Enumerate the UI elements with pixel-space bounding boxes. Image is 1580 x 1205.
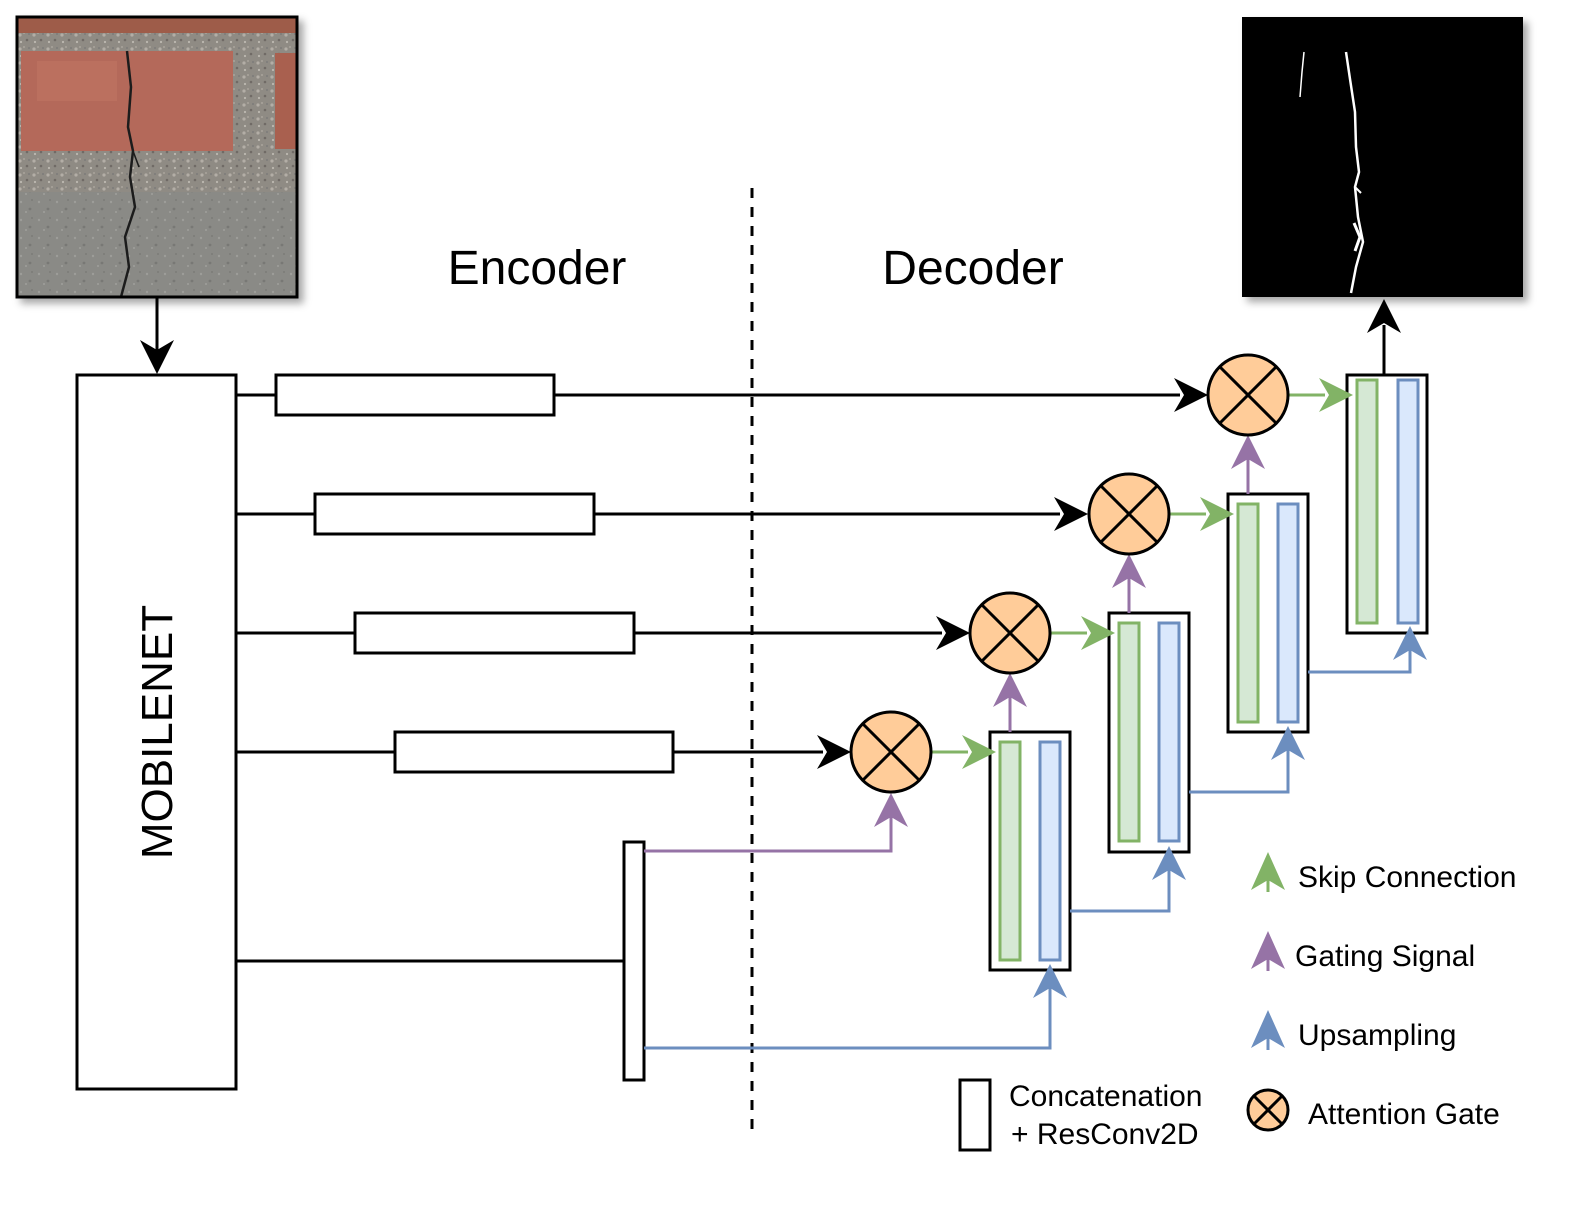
legend-concatenation: Concatenation + ResConv2D: [958, 1078, 1202, 1152]
legend: Skip Connection Gating Signal Upsampling…: [958, 852, 1516, 1152]
legend-gating-signal: Gating Signal: [1251, 931, 1475, 973]
legend-upsampling: Upsampling: [1251, 1010, 1456, 1052]
input-arrow: [140, 340, 174, 374]
gating-paths: [644, 457, 1250, 853]
concat-block-icon: [958, 1078, 992, 1152]
encoder-block-3: [353, 611, 636, 655]
decoder-block-3: [1226, 492, 1310, 734]
input-image: [15, 15, 299, 299]
encoder-skip-paths: [236, 393, 1180, 963]
decoder-block-2: [1107, 611, 1191, 854]
attention-gate-1: [849, 710, 933, 794]
encoder-arrowheads: [817, 378, 1208, 769]
encoder-block-1: [274, 373, 556, 417]
skip-arrow-icon: [1251, 852, 1285, 890]
upsampling-arrowheads: [1033, 626, 1427, 998]
legend-upsampling-label: Upsampling: [1298, 1019, 1456, 1052]
gating-arrow-icon: [1251, 931, 1285, 969]
output-arrow: [1367, 299, 1401, 333]
attention-gate-2: [968, 591, 1052, 675]
legend-concat-line1: Concatenation: [1009, 1080, 1202, 1113]
attention-gate-3: [1087, 472, 1171, 556]
skip-arrowheads: [962, 378, 1353, 769]
legend-attention-label: Attention Gate: [1308, 1098, 1500, 1131]
legend-skip-label: Skip Connection: [1298, 861, 1516, 894]
upsampling-arrow-icon: [1251, 1010, 1285, 1048]
skip-paths: [931, 393, 1325, 754]
mobilenet-label: MOBILENET: [133, 605, 182, 859]
legend-concat-line2: + ResConv2D: [1011, 1118, 1199, 1151]
legend-gating-label: Gating Signal: [1295, 940, 1475, 973]
decoder-block-4: [1345, 373, 1429, 635]
output-mask-image: [1242, 17, 1523, 297]
attention-gate-4: [1206, 353, 1290, 437]
encoder-label: Encoder: [448, 242, 627, 295]
encoder-block-2: [313, 492, 596, 536]
mobilenet-backbone: [75, 373, 238, 1091]
upsampling-paths: [644, 640, 1412, 1050]
decoder-block-1: [988, 730, 1072, 972]
legend-attention-gate: Attention Gate: [1246, 1088, 1500, 1132]
encoder-blocks: [274, 373, 675, 774]
legend-skip-connection: Skip Connection: [1251, 852, 1516, 894]
bottleneck-block: [622, 840, 646, 1082]
gating-arrowheads: [874, 435, 1265, 827]
encoder-block-4: [393, 730, 675, 774]
decoder-label: Decoder: [882, 242, 1063, 295]
